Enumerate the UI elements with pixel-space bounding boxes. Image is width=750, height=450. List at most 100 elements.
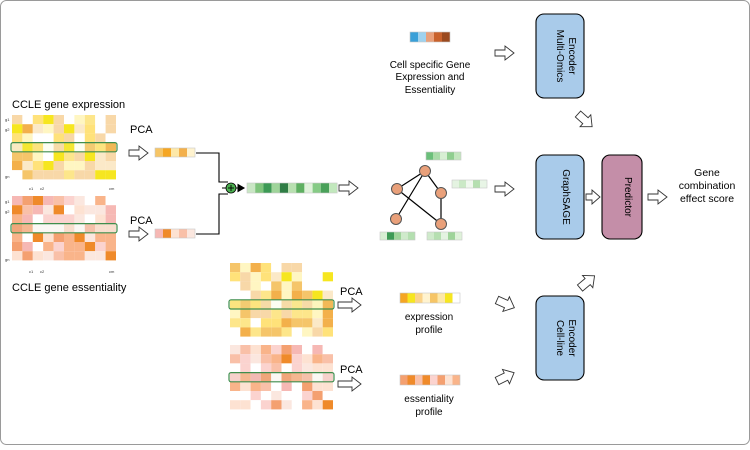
vector-cell [473,180,480,188]
heatmap-cell [240,381,251,391]
heatmap-cell [74,214,85,224]
heatmap-cell [260,391,272,401]
vector-outline [246,182,338,194]
vector-cell [179,148,187,157]
heatmap-cell [95,232,106,242]
caption-line: profile [415,325,443,336]
heatmap-cell [260,299,272,309]
heatmap-cell [291,272,303,282]
cell-specific-vector [409,31,451,43]
heatmap-cell [32,223,44,233]
vector-cell [263,183,272,193]
heatmap-cell [302,290,313,300]
heatmap-cell [271,372,282,382]
heatmap-cell [74,223,85,233]
output-line: Gene [694,167,720,179]
heatmap-cell [105,223,116,233]
heatmap-cell [271,400,282,410]
cell-line-encoder-box [535,295,585,381]
heatmap-cell [250,272,261,282]
vector-outline [425,151,462,161]
heatmap-cell [22,142,33,152]
heatmap-cell [32,232,44,242]
multi-omics-encoder-box [535,13,585,99]
graphsage-box [535,154,585,240]
heatmap-cell [105,133,116,143]
vector-cell [422,375,430,385]
vector-cell [387,232,394,240]
heatmap-cell [32,214,44,224]
heatmap-cell [312,363,323,373]
pca-label-essentiality: PCA [130,215,153,227]
heatmap-cell [230,281,241,291]
heatmap-cell [95,214,106,224]
heatmap-cell [322,290,333,300]
vector-cell [427,232,434,240]
heatmap-cell [74,115,85,125]
heatmap-cell [22,115,33,125]
heatmap-cell [250,281,261,291]
heatmap-cell [74,232,85,242]
heatmap-cell [105,170,116,180]
vector-cell [415,375,423,385]
heatmap-cell [64,196,75,206]
caption-line: Essentiality [405,85,456,96]
vector-cell [437,293,445,303]
heatmap-cell [291,281,303,291]
heatmap-cell [105,161,116,171]
pca-label-cell-expression: PCA [340,286,363,298]
heatmap-cell [240,299,251,309]
vector-outline [451,179,488,189]
vector-cell [187,229,195,238]
heatmap-cell [74,142,85,152]
vector-outline [154,228,196,239]
predictor-module: Predictor [601,154,643,240]
heatmap-cell [74,170,85,180]
heatmap-cell [64,170,75,180]
heatmap-cell [302,400,313,410]
heatmap-cell [302,281,313,291]
graph-node [391,183,403,195]
heatmap-cell [291,372,303,382]
heatmap-cell [230,263,241,273]
vector-cell [445,375,453,385]
heatmap-cell [250,263,261,273]
vector-cell [455,232,462,240]
heatmap-cell [53,205,64,215]
heatmap-cell [84,161,96,171]
heatmap-cell [291,381,303,391]
concat-connector-bottom [196,193,228,235]
graph-edge [396,188,442,225]
tag-gn: gn [5,257,9,262]
pca-arrow-cell-expression [337,297,362,313]
heatmap-cell [64,205,75,215]
heatmap-cell [64,142,75,152]
heatmap-cell [230,363,241,373]
heatmap-cell [302,381,313,391]
graph-edge [395,170,426,220]
heatmap-cell [322,281,333,291]
heatmap-cell [312,290,323,300]
heatmap-cell [281,391,292,401]
vector-cell [296,183,305,193]
tag-gn: gn [5,174,9,179]
heatmap-cell [271,354,282,364]
concat-connector-top [196,152,228,183]
heatmap-cell [291,327,303,337]
heatmap-cell [43,205,54,215]
heatmap-cell [12,115,23,125]
heatmap-cell [22,161,33,171]
vector-cell [466,180,473,188]
heatmap-cell [230,327,241,337]
essentiality-profile-caption: essentiality profile [404,394,453,418]
vector-cell [279,183,288,193]
heatmap-cell [32,161,44,171]
heatmap-cell [22,251,33,261]
gene-graph [390,165,447,230]
cell-line-encoder-module: Cell-line Encoder [535,295,585,381]
heatmap-cell [53,170,64,180]
vector-cell [426,152,433,160]
heatmap-cell [312,381,323,391]
vector-outline [409,31,451,43]
heatmap-cell [281,327,292,337]
